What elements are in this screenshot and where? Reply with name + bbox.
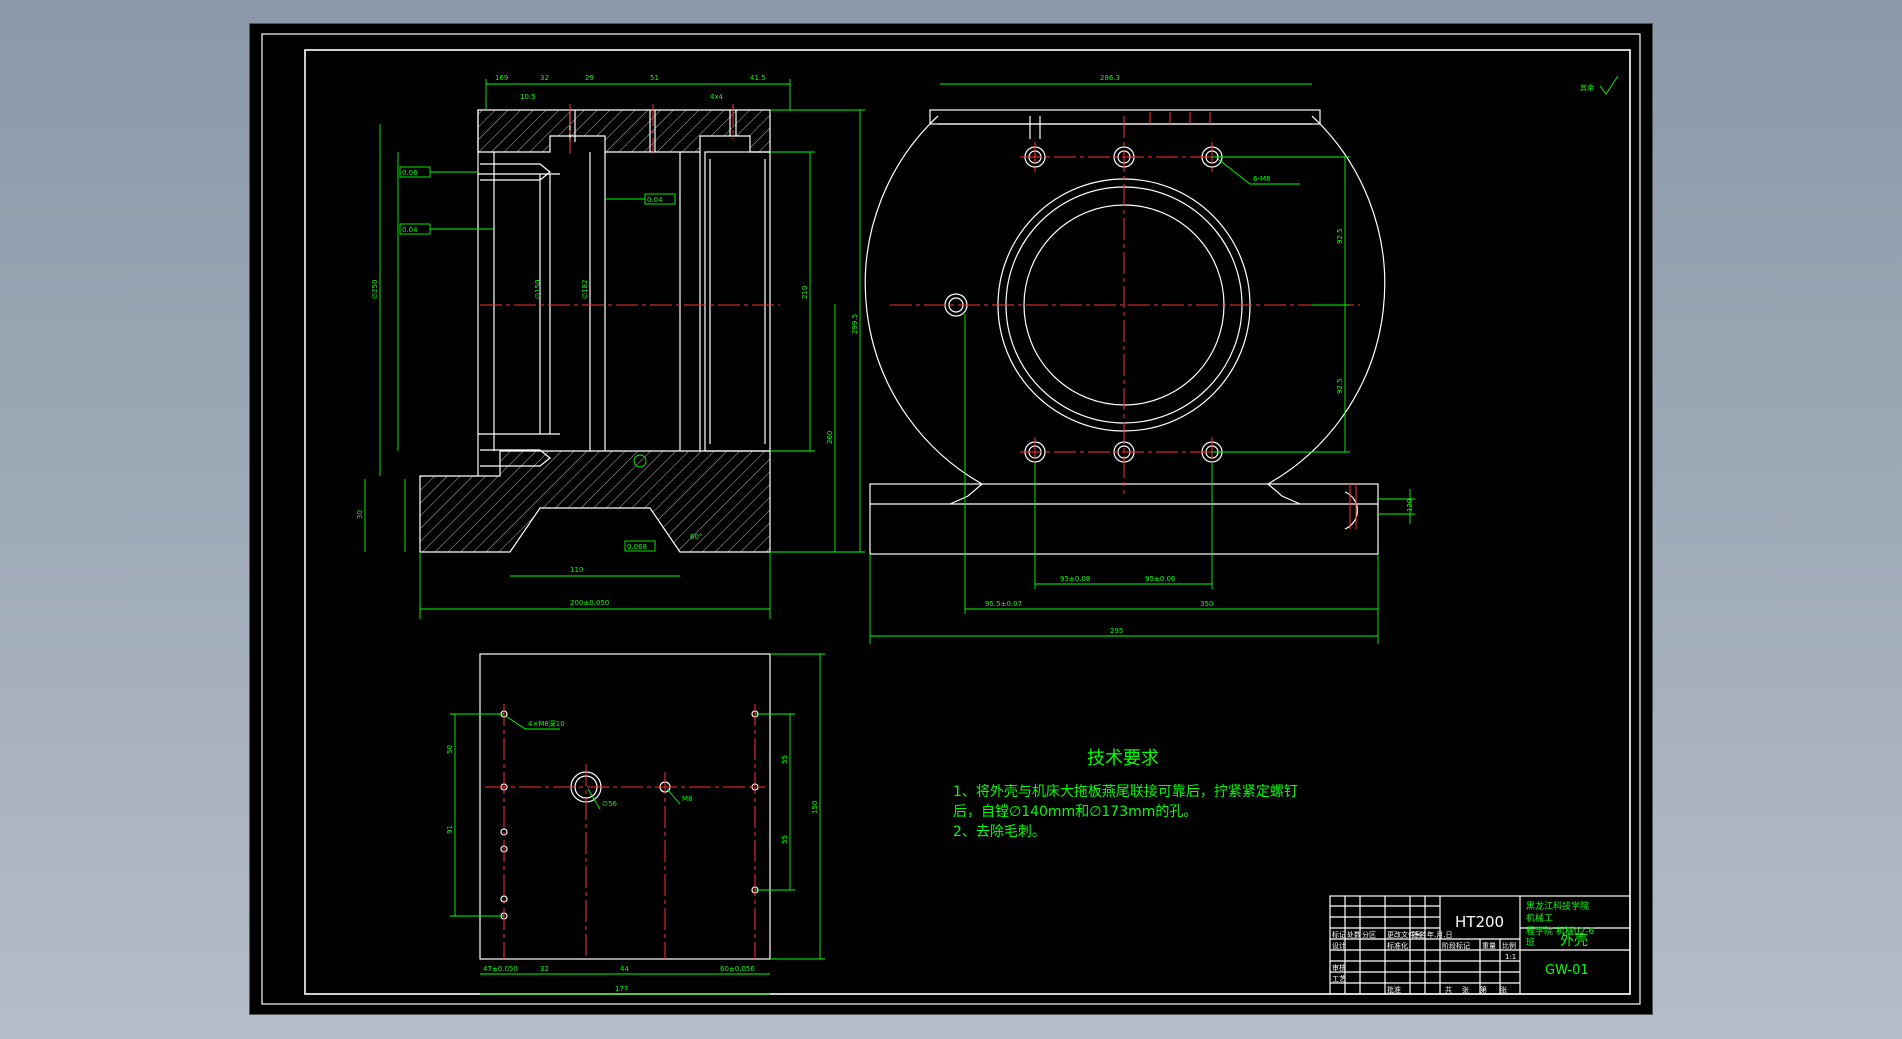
dim-95-5: 95.5±0.07 <box>985 600 1022 608</box>
dim-60: 60±0.056 <box>720 965 755 973</box>
dim-44: 44 <box>620 965 629 973</box>
tech-title: 技术要求 <box>1087 748 1159 769</box>
dim-50: 50 <box>446 745 454 754</box>
hdr-date: 年.月.日 <box>1427 930 1452 939</box>
weight-label: 重量 <box>1482 942 1496 950</box>
class-name: 程学院 机械02-6 <box>1526 925 1595 937</box>
drawing-number: GW-01 <box>1545 963 1589 978</box>
outer-frame <box>261 33 1641 1005</box>
title-block: HT200 黑龙江科技学院 机械工 程学院 机械02-6 班 外壳 GW-01 … <box>1329 895 1631 995</box>
front-section-view: 169 32 29 51 41.5 4x4 10.5 0.06 0.04 0.0… <box>356 74 865 619</box>
tol-0068: 0.068 <box>627 543 647 551</box>
dim-299-5: 299.5 <box>851 314 859 334</box>
scale-value: 1:1 <box>1505 953 1516 961</box>
role-review: 审核 <box>1332 963 1346 972</box>
dim-210: 210 <box>801 286 809 299</box>
dim-92-5-b: 92.5 <box>1336 378 1344 394</box>
dim-286-3: 286.3 <box>1100 74 1120 82</box>
dim-32: 32 <box>540 74 549 82</box>
dim-d250: ∅250 <box>371 280 379 299</box>
dim-41-5: 41.5 <box>750 74 766 82</box>
role-standard: 标准化 <box>1387 941 1408 950</box>
dim-6-m8: 6-M8 <box>1253 175 1270 183</box>
dim-55: 55 <box>781 835 789 844</box>
dim-260: 260 <box>826 431 834 444</box>
hdr-zone: 分区 <box>1362 930 1376 939</box>
tol-006: 0.06 <box>402 169 418 177</box>
tech-line-2: 后，自镗∅140mm和∅173mm的孔。 <box>953 804 1197 820</box>
dim-4xm8: 4×M8深10 <box>528 719 565 728</box>
hdr-mark: 标记 <box>1332 930 1346 939</box>
dim-60deg: 60° <box>690 533 702 541</box>
dim-110: 110 <box>570 566 583 574</box>
dim-91: 91 <box>446 825 454 834</box>
scale-label: 比例 <box>1502 941 1516 950</box>
dim-350: 350 <box>1200 600 1213 608</box>
dim-169: 169 <box>495 74 508 82</box>
class-suffix: 班 <box>1526 936 1535 948</box>
hdr-change-doc: 更改文件号 <box>1387 930 1422 939</box>
dim-95-08: 95±0.08 <box>1060 575 1090 583</box>
school-name: 黑龙江科技学院 <box>1526 900 1589 912</box>
dim-295: 295 <box>1110 627 1123 635</box>
plan-view: 4×M8深10 ∅56 M8 177 32 44 47±0.050 60±0.0… <box>446 653 825 995</box>
sheet-unit-b: 张 <box>1500 985 1507 994</box>
sheet-unit-a: 张 <box>1462 985 1469 994</box>
dim-92-5-a: 92.5 <box>1336 228 1344 244</box>
dim-d150: ∅150 <box>534 280 542 299</box>
inner-frame <box>304 49 1631 995</box>
dim-150: 150 <box>811 801 819 814</box>
dim-d56: ∅56 <box>602 800 618 808</box>
drawing-sheet: 169 32 29 51 41.5 4x4 10.5 0.06 0.04 0.0… <box>250 24 1652 1014</box>
roughness-check-icon <box>1599 75 1619 95</box>
sheet-no: 第 <box>1480 985 1487 994</box>
dim-51: 51 <box>650 74 659 82</box>
tol-004-b: 0.04 <box>647 196 663 204</box>
material: HT200 <box>1455 913 1504 931</box>
role-approve: 批准 <box>1387 985 1401 994</box>
department: 机械工 <box>1526 912 1553 924</box>
sheet-total: 共 <box>1445 985 1452 994</box>
tech-line-1: 1、将外壳与机床大拖板燕尾联接可靠后，拧紧紧定螺钉 <box>953 783 1298 800</box>
dim-30: 30 <box>356 510 364 519</box>
role-design: 设计 <box>1332 941 1346 950</box>
stage-mark-label: 阶段标记 <box>1442 941 1470 950</box>
role-process: 工艺 <box>1332 975 1346 983</box>
dim-10-5: 10.5 <box>520 93 536 101</box>
dim-95-06: 95±0.06 <box>1145 575 1176 583</box>
dim-4x4: 4x4 <box>710 93 724 101</box>
dim-120: 120 <box>1406 499 1414 512</box>
dim-d182: ∅182 <box>581 280 589 299</box>
dim-29: 29 <box>585 74 594 82</box>
tech-line-3: 2、去除毛刺。 <box>953 824 1046 840</box>
tech-requirements: 技术要求 1、将外壳与机床大拖板燕尾联接可靠后，拧紧紧定螺钉 后，自镗∅140m… <box>953 748 1298 840</box>
dim-200: 200±0.050 <box>570 599 609 607</box>
dim-177: 177 <box>615 985 628 993</box>
roughness-general: 其余 <box>1580 83 1594 92</box>
hdr-count: 处数 <box>1347 930 1361 939</box>
part-name: 外壳 <box>1560 932 1588 949</box>
dim-47: 47±0.050 <box>483 965 518 973</box>
side-view: 286.3 350 95.5±0.07 92.5 92.5 120 95±0.0… <box>864 74 1619 644</box>
dim-m8: M8 <box>682 795 693 803</box>
cad-drawing: 169 32 29 51 41.5 4x4 10.5 0.06 0.04 0.0… <box>261 33 1641 1005</box>
tol-004-a: 0.04 <box>402 226 418 234</box>
hdr-sign: 签名 <box>1412 930 1426 939</box>
dim-55-b: 55 <box>781 755 789 764</box>
dim-32-plan: 32 <box>540 965 549 973</box>
